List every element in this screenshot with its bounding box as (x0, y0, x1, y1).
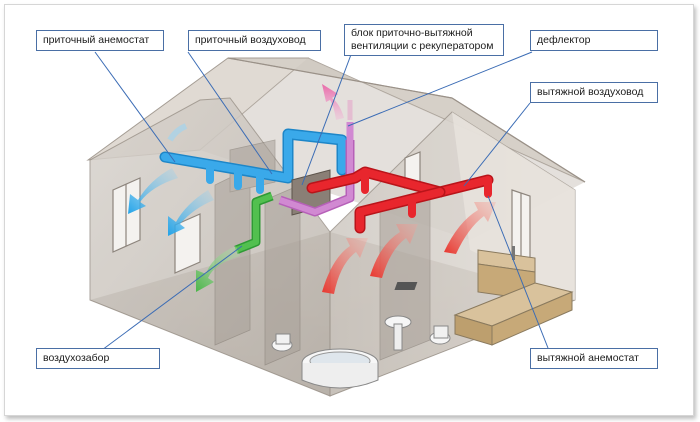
bathroom-fixtures (271, 315, 451, 389)
exhaust-airflow-arrows (322, 202, 496, 294)
label-recuperator-unit: блок приточно-вытяжной вентиляции с реку… (344, 24, 504, 56)
label-supply-duct: приточный воздуховод (188, 30, 321, 51)
intake-airflow-arrow (196, 246, 240, 292)
supply-airflow-arrows (128, 123, 214, 236)
label-exhaust-anemostat: вытяжной анемостат (530, 348, 658, 369)
kitchen (394, 246, 574, 346)
label-recuperator-unit-line1: блок приточно-вытяжной (351, 27, 473, 39)
label-supply-anemostat: приточный анемостат (36, 30, 164, 51)
label-exhaust-duct: вытяжной воздуховод (530, 82, 658, 103)
leader-lines (94, 51, 549, 351)
label-recuperator-unit-line2: вентиляции с рекуператором (351, 40, 494, 52)
supply-duct (159, 128, 348, 194)
exhaust-duct (306, 166, 494, 234)
label-air-intake: воздухозабор (36, 348, 160, 369)
intake-duct (234, 191, 274, 255)
label-deflector: дефлектор (530, 30, 658, 51)
